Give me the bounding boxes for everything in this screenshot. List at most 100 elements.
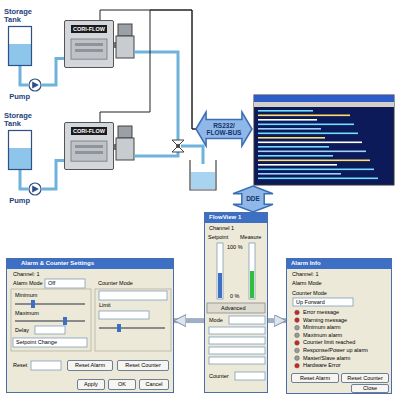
- status-led: [295, 363, 300, 368]
- pipe: [181, 146, 203, 164]
- terminal-line: [258, 164, 337, 166]
- control: [249, 243, 255, 299]
- window-label: Channel 1: [209, 225, 234, 232]
- button: Reset Alarm: [291, 373, 339, 383]
- pipe: [20, 170, 28, 189]
- tank-label: Storage Tank: [4, 112, 42, 128]
- pipe: [134, 152, 178, 156]
- bus-cable: [100, 10, 196, 129]
- window-label: Limit: [99, 302, 111, 309]
- status-led: [295, 348, 300, 353]
- window-label: 100 %: [227, 244, 243, 251]
- window-title: FlowView 1: [209, 214, 241, 221]
- tank-outline: [9, 131, 32, 170]
- control: [99, 291, 167, 300]
- terminal-line: [258, 119, 317, 121]
- control: [99, 311, 149, 319]
- window-label: Channel: 1: [13, 271, 40, 278]
- status-led: [295, 310, 300, 315]
- control: [209, 327, 265, 334]
- button: OK: [108, 379, 136, 390]
- terminal-titlebar: [254, 95, 394, 102]
- control: [209, 337, 265, 344]
- terminal-line: [258, 155, 333, 157]
- control: [209, 347, 265, 354]
- control: [31, 300, 35, 308]
- control: [15, 320, 85, 322]
- control: [235, 372, 265, 380]
- button: Reset Alarm: [67, 360, 113, 371]
- pump-symbol: [32, 186, 39, 193]
- data-arrow: [268, 318, 286, 323]
- meter-label: CORI-FLOW: [71, 127, 107, 135]
- window-label: Master/Slave alarm: [303, 355, 350, 362]
- terminal-menubar: [254, 102, 394, 107]
- button-label: Close: [363, 385, 377, 391]
- control: [217, 243, 223, 299]
- control: [99, 327, 165, 329]
- title-bar: [287, 259, 391, 269]
- bus-cable: [100, 10, 196, 129]
- alarm-window: Alarm InfoChannel: 1Alarm ModeCounter Mo…: [286, 258, 392, 394]
- button-label: Cancel: [145, 381, 162, 387]
- terminal-line: [258, 146, 329, 148]
- valve: [114, 24, 134, 58]
- data-arrow: [174, 318, 204, 323]
- storage-tank: Storage Tank: [8, 130, 32, 170]
- flowview-window: FlowView 1Channel 1SetpointMeasure100 %0…: [204, 212, 268, 393]
- double-arrow: [196, 112, 252, 146]
- valve: [114, 126, 134, 160]
- bus-arrow: RS232/ FLOW-BUS: [196, 112, 252, 146]
- valve-actuator: [118, 126, 132, 138]
- pump-label: Pump: [9, 93, 30, 101]
- pipe: [20, 66, 28, 85]
- pump-shape: [28, 78, 42, 92]
- control: [207, 303, 265, 313]
- tank-label: Storage Tank: [4, 8, 42, 24]
- window-label: Minimum alarm: [303, 324, 341, 331]
- button: Apply: [77, 379, 105, 390]
- beaker-outline: [190, 160, 216, 190]
- window-label: Counter: [209, 373, 229, 380]
- terminal-line: [258, 133, 358, 135]
- button-label: Apply: [84, 381, 98, 387]
- terminal-line: [258, 169, 374, 171]
- control: [13, 338, 87, 347]
- control: [31, 361, 61, 370]
- window-label: Minimum: [15, 292, 37, 299]
- window-label: Error message: [303, 309, 339, 316]
- beaker: [190, 160, 216, 190]
- window-label: Maximum alarm: [303, 332, 342, 339]
- status-led: [295, 356, 300, 361]
- button-label: Reset Counter: [347, 375, 382, 381]
- tank-liquid: [9, 148, 31, 169]
- terminal-line: [258, 142, 362, 144]
- storage-tank: Storage Tank: [8, 26, 32, 66]
- pump: Pump: [28, 78, 42, 92]
- dde-label: DDE: [246, 195, 260, 202]
- title-bar: [205, 213, 267, 223]
- terminal-line: [258, 124, 354, 126]
- win-shape: [7, 259, 173, 392]
- window-title: Alarm Info: [291, 260, 321, 267]
- meter-detail: [75, 49, 103, 52]
- control: [218, 273, 222, 298]
- window-label: Counter Mode: [98, 280, 133, 287]
- pipe: [42, 58, 64, 85]
- pump-casing: [29, 183, 41, 195]
- liquid: [191, 172, 215, 189]
- window-label: Counter limit reached: [303, 339, 355, 346]
- tank-outline: [9, 27, 32, 66]
- terminal-line: [258, 173, 341, 175]
- pump-label: Pump: [9, 197, 30, 205]
- window-label: Alarm Mode: [292, 280, 322, 287]
- meter-detail: [75, 145, 103, 148]
- control: [63, 317, 67, 325]
- status-led: [295, 325, 300, 330]
- window-label: Measure: [240, 234, 261, 241]
- window-label: Mode: [209, 317, 223, 324]
- double-arrow: [233, 186, 273, 212]
- valve-body: [116, 138, 134, 160]
